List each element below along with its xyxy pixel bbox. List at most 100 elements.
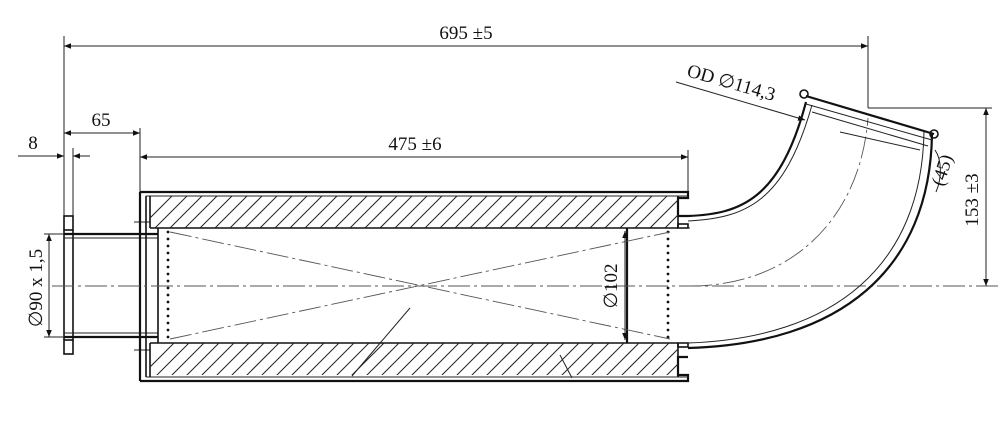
outlet-bend	[677, 89, 939, 350]
perforation-hole	[666, 251, 670, 255]
hatch-line-top	[154, 196, 188, 228]
hatch-line-top	[424, 196, 458, 228]
body-length-label: 475 ±6	[388, 134, 441, 155]
perforation-hole	[666, 307, 670, 311]
hatch-line-bottom	[336, 343, 370, 375]
hatch-line-top	[439, 196, 473, 228]
hatch-line-bottom	[621, 343, 655, 375]
hatch-line-bottom	[576, 343, 610, 375]
hatch-line-bottom	[186, 343, 220, 375]
inlet-pipe-diameter-label: ∅90 x 1,5	[26, 249, 47, 327]
hatch-line-bottom	[381, 343, 415, 375]
hatch-line-bottom	[486, 343, 520, 375]
hatch-line-top	[199, 196, 233, 228]
inner-chamber-lines	[52, 231, 1000, 379]
hatch-line-bottom	[606, 343, 640, 375]
perforation-hole	[166, 328, 170, 332]
hatch-line-top	[604, 196, 638, 228]
perforation-hole	[666, 265, 670, 269]
hatch-line-bottom	[396, 343, 430, 375]
perforation-hole	[166, 286, 170, 290]
hatch-line-bottom	[441, 343, 475, 375]
hatch-line-top	[559, 196, 593, 228]
hatch-line-bottom	[156, 343, 190, 375]
hatch-line-bottom	[261, 343, 295, 375]
hatch-line-top	[409, 196, 443, 228]
hatch-line-top	[664, 214, 678, 228]
hatch-line-bottom	[636, 343, 670, 375]
hatch-line-top	[334, 196, 368, 228]
hatch-line-bottom	[216, 343, 250, 375]
overall-length-label: 695 ±5	[439, 23, 492, 44]
hatch-line-top	[589, 196, 623, 228]
perforation-hole	[666, 286, 670, 290]
inner-diameter-label: ∅102	[601, 263, 622, 308]
hatch-line-top	[514, 196, 548, 228]
perforation-hole	[166, 314, 170, 318]
perforation-hole	[666, 335, 670, 339]
dimension-body-length: 475 ±6	[140, 134, 689, 192]
hatch-line-bottom	[666, 363, 678, 375]
hatch-line-bottom	[201, 343, 235, 375]
perforation-hole	[166, 265, 170, 269]
outlet-angle-label: (45)	[928, 152, 958, 189]
dimension-outlet-angle: (45)	[928, 149, 958, 193]
hatch-line-bottom	[516, 343, 550, 375]
hatch-line-top	[469, 196, 503, 228]
hatch-line-bottom	[531, 343, 565, 375]
hatch-line-bottom	[276, 343, 310, 375]
perforation-left	[166, 230, 170, 339]
hatch-line-bottom	[231, 343, 265, 375]
perforation-hole	[166, 258, 170, 262]
hatch-line-bottom	[366, 343, 400, 375]
hatch-line-top	[184, 196, 218, 228]
hatch-line-top	[649, 199, 678, 228]
hatch-line-top	[529, 196, 563, 228]
hatch-line-top	[619, 196, 653, 228]
hatch-line-top	[304, 196, 338, 228]
hatch-line-top	[499, 196, 533, 228]
dimension-outlet-height: 153 ±3	[868, 107, 992, 286]
outlet-height-label: 153 ±3	[962, 173, 983, 226]
insulation-hatch-bottom	[150, 343, 678, 375]
perforation-hole	[166, 307, 170, 311]
perforation-hole	[166, 279, 170, 283]
hatch-line-top	[274, 196, 308, 228]
hatch-line-bottom	[591, 343, 625, 375]
inlet-length-label: 65	[92, 110, 111, 131]
perforation-hole	[666, 237, 670, 241]
dimension-flange-thickness: 8	[18, 133, 90, 220]
hatch-line-top	[484, 196, 518, 228]
perforation-hole	[666, 272, 670, 276]
hatch-line-top	[214, 196, 248, 228]
hatch-line-top	[349, 196, 383, 228]
hatch-line-bottom	[171, 343, 205, 375]
hatch-line-bottom	[246, 343, 280, 375]
perforation-hole	[666, 279, 670, 283]
perforation-hole	[666, 293, 670, 297]
hatch-line-top	[454, 196, 488, 228]
perforation-hole	[666, 328, 670, 332]
hatch-line-top	[634, 196, 668, 228]
perforation-hole	[166, 237, 170, 241]
hatch-line-top	[379, 196, 413, 228]
inlet-pipe	[44, 215, 158, 355]
perforation-hole	[666, 244, 670, 248]
hatch-line-top	[150, 196, 173, 219]
perforation-hole	[166, 251, 170, 255]
perforation-hole	[666, 300, 670, 304]
hatch-line-bottom	[546, 343, 580, 375]
dimension-outlet-od: OD ∅114,3	[675, 61, 806, 121]
flange-thickness-label: 8	[28, 133, 38, 154]
hatch-line-top	[319, 196, 353, 228]
hatch-line-top	[169, 196, 203, 228]
hatch-line-bottom	[561, 343, 595, 375]
perforation-hole	[166, 230, 170, 234]
hatch-line-top	[574, 196, 608, 228]
hatch-line-bottom	[291, 343, 325, 375]
outlet-od-label: OD ∅114,3	[685, 61, 778, 106]
perforation-hole	[666, 258, 670, 262]
hatch-line-bottom	[150, 343, 175, 368]
hatch-line-bottom	[426, 343, 460, 375]
dimension-inner-diameter: ∅102	[601, 231, 628, 340]
